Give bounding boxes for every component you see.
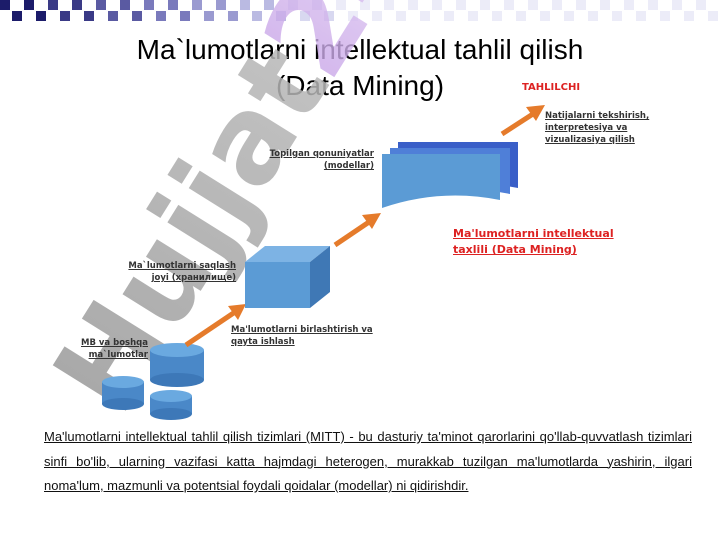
corner-square [660,11,670,21]
corner-square [600,0,610,10]
label-analyst: TAHLILCHI [522,80,580,96]
corner-square [408,0,418,10]
corner-square [108,11,118,21]
title-line-1: Ma`lumotlarni intellektual tahlil qilish [136,34,584,65]
corner-square [708,11,718,21]
corner-square [228,11,238,21]
page-title: Ma`lumotlarni intellektual tahlil qilish… [60,32,660,104]
corner-decoration [0,0,718,21]
database-cylinder-small-2 [150,390,192,420]
label-models-line-2: (modellar) [323,161,374,171]
database-cylinder-large [150,343,204,387]
label-databases-line-2: ma`lumotlar [88,350,148,360]
title-line-2: (Data Mining) [275,70,445,101]
corner-square [180,11,190,21]
corner-square [264,0,274,10]
corner-square [528,0,538,10]
corner-square [60,11,70,21]
corner-square [132,11,142,21]
corner-square [324,11,334,21]
corner-square [48,0,58,10]
label-storage-line-1: Ma`lumotlarni saqlash [128,261,236,271]
corner-square [84,11,94,21]
corner-square [24,0,34,10]
corner-square [300,11,310,21]
corner-square [480,0,490,10]
label-integration-line-1: Ma'lumotlarni birlashtirish va [231,325,373,335]
corner-square [588,11,598,21]
label-data-mining-line-2: taxlili (Data Mining) [453,243,577,256]
corner-square [468,11,478,21]
label-models: Topilgan qonuniyatlar (modellar) [240,148,374,172]
corner-square [360,0,370,10]
corner-square [12,11,22,21]
corner-square [204,11,214,21]
data-warehouse-cube [245,246,330,308]
corner-square [384,0,394,10]
label-storage-line-2: joyi (хранилище) [151,273,236,283]
corner-square [156,11,166,21]
label-analyst-text: TAHLILCHI [522,82,581,93]
corner-square [540,11,550,21]
corner-square [648,0,658,10]
corner-square [420,11,430,21]
description-lead: Ma'lumotlarni intellektual tahlil qilish [44,429,253,444]
flow-arrow-3 [500,105,545,137]
corner-square [72,0,82,10]
corner-square [240,0,250,10]
description-paragraph: Ma'lumotlarni intellektual tahlil qilish… [44,425,692,499]
corner-square [444,11,454,21]
corner-square [168,0,178,10]
corner-square [492,11,502,21]
corner-square [612,11,622,21]
label-integration: Ma'lumotlarni birlashtirish va qayta ish… [231,324,411,348]
description-body: tizimlari (MITT) - bu dasturiy ta'minot … [44,429,692,493]
label-storage: Ma`lumotlarni saqlash joyi (хранилище) [104,260,236,284]
corner-square [516,11,526,21]
corner-square [36,11,46,21]
label-data-mining: Ma'lumotlarni intellektual taxlili (Data… [453,226,663,258]
label-integration-line-2: qayta ishlash [231,337,295,347]
corner-square [696,0,706,10]
label-results: Natijalarni tekshirish, interpretesiya v… [545,110,695,146]
corner-square [216,0,226,10]
label-databases: MB va boshqa ma`lumotlar [64,337,148,361]
corner-square [504,0,514,10]
corner-square [144,0,154,10]
corner-square [396,11,406,21]
corner-square [276,11,286,21]
corner-square [552,0,562,10]
label-databases-line-1: MB va boshqa [81,338,148,348]
corner-square [432,0,442,10]
corner-square [576,0,586,10]
corner-square [456,0,466,10]
corner-square [684,11,694,21]
label-results-line-3: vizualizasiya qilish [545,135,635,145]
corner-square [192,0,202,10]
corner-square [312,0,322,10]
label-data-mining-line-1: Ma'lumotlarni intellektual [453,227,614,240]
corner-square [348,11,358,21]
corner-square [672,0,682,10]
corner-square [0,0,10,10]
corner-square [636,11,646,21]
corner-square [252,11,262,21]
corner-square [96,0,106,10]
corner-square [564,11,574,21]
label-models-line-1: Topilgan qonuniyatlar [269,149,374,159]
label-results-line-1: Natijalarni tekshirish, [545,111,650,121]
corner-square [336,0,346,10]
flow-arrow-2 [333,213,381,248]
models-documents-stack [382,142,518,208]
corner-square [372,11,382,21]
flow-arrow-1 [184,304,246,348]
corner-square [624,0,634,10]
label-results-line-2: interpretesiya va [545,123,628,133]
corner-square [288,0,298,10]
corner-square [120,0,130,10]
database-cylinder-small-1 [102,376,144,410]
